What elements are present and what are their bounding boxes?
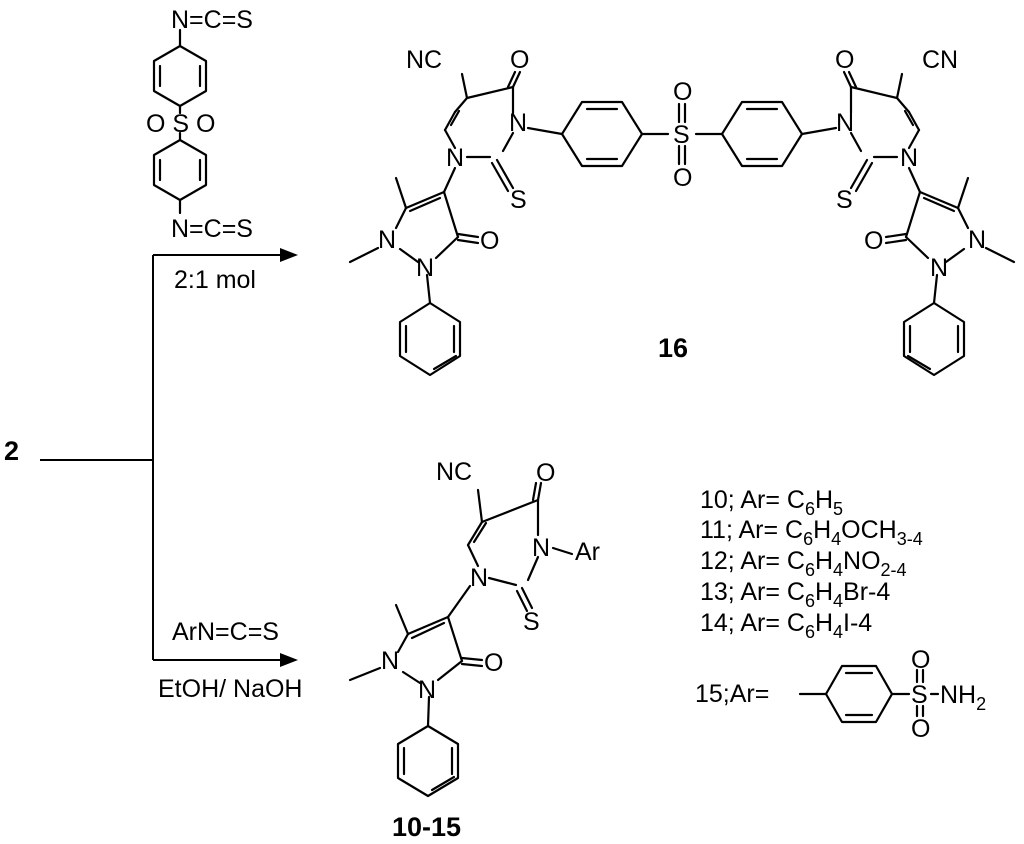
p10-o: O <box>536 459 555 487</box>
p10-pyr-o: O <box>484 649 503 677</box>
entry-15-nh2: NH2 <box>940 681 986 714</box>
entry-15-s: S <box>911 681 928 709</box>
p16-pyr-n1-left: N <box>378 226 396 254</box>
p16-so2-o-bottom: O <box>673 164 692 192</box>
p16-cn-right: CN <box>922 46 958 74</box>
p16-pyr-n1-right: N <box>968 226 986 254</box>
substituent-row-10: 10; Ar= C6H5 <box>700 486 843 519</box>
p16-pyr-o-right: O <box>864 227 883 255</box>
entry-15-label: 15;Ar= <box>695 680 769 708</box>
p16-nc-left: NC <box>406 46 442 74</box>
p10-s: S <box>523 608 540 636</box>
p16-pyr-o-left: O <box>480 227 499 255</box>
p16-n1-right: N <box>900 144 918 172</box>
product-10-15-label: 10-15 <box>392 812 461 842</box>
p16-pyr-n2-left: N <box>416 254 434 282</box>
product-16-label: 16 <box>658 333 688 363</box>
p16-n3-left: N <box>509 109 527 137</box>
p16-pyr-n2-right: N <box>930 254 948 282</box>
ratio-label: 2:1 mol <box>174 266 256 294</box>
p10-n1: N <box>470 564 488 592</box>
p16-so2-s: S <box>673 121 690 149</box>
product-10-15-structure: NC O N Ar N S N N O <box>348 458 600 798</box>
p16-s-right: S <box>836 186 853 214</box>
reagent-ncs-top: N=C=S <box>171 6 253 34</box>
p16-s-left: S <box>510 186 527 214</box>
p10-ar: Ar <box>575 538 600 566</box>
reagent-sulfonyl: O S O <box>146 110 215 138</box>
substituent-row-15: 15;Ar= O S O NH2 <box>695 646 986 743</box>
p10-pyr-n2: N <box>418 676 436 704</box>
entry-15-o-top: O <box>911 646 930 674</box>
p16-so2-o-top: O <box>673 78 692 106</box>
reaction-arrows <box>40 248 298 667</box>
p16-n1-left: N <box>446 144 464 172</box>
p10-n3: N <box>532 534 550 562</box>
substituent-row-12: 12; Ar= C6H4NO2-4 <box>700 547 907 580</box>
p16-n3-right: N <box>836 109 854 137</box>
product-16-structure: NC O N N S N N O O S O CN O N N S N N O <box>348 46 1016 377</box>
substituent-row-14: 14; Ar= C6H4I-4 <box>700 609 872 642</box>
reagent-ncs-bottom: N=C=S <box>171 215 253 243</box>
starting-material-label: 2 <box>4 436 19 466</box>
aryl-isothiocyanate-label: ArN=C=S <box>172 618 279 646</box>
p10-pyr-n1: N <box>381 647 399 675</box>
bis-isothiocyanate-reagent: N=C=S O S O N=C=S <box>146 6 253 243</box>
substituent-table: 10; Ar= C6H5 11; Ar= C6H4OCH3-4 12; Ar= … <box>700 486 923 642</box>
entry-15-o-bottom: O <box>911 715 930 743</box>
p16-o-left: O <box>510 46 529 74</box>
p10-nc: NC <box>436 458 472 486</box>
p16-o-right: O <box>835 46 854 74</box>
substituent-row-13: 13; Ar= C6H4Br-4 <box>700 578 890 611</box>
substituent-row-11: 11; Ar= C6H4OCH3-4 <box>700 516 923 549</box>
conditions-label: EtOH/ NaOH <box>158 675 302 703</box>
